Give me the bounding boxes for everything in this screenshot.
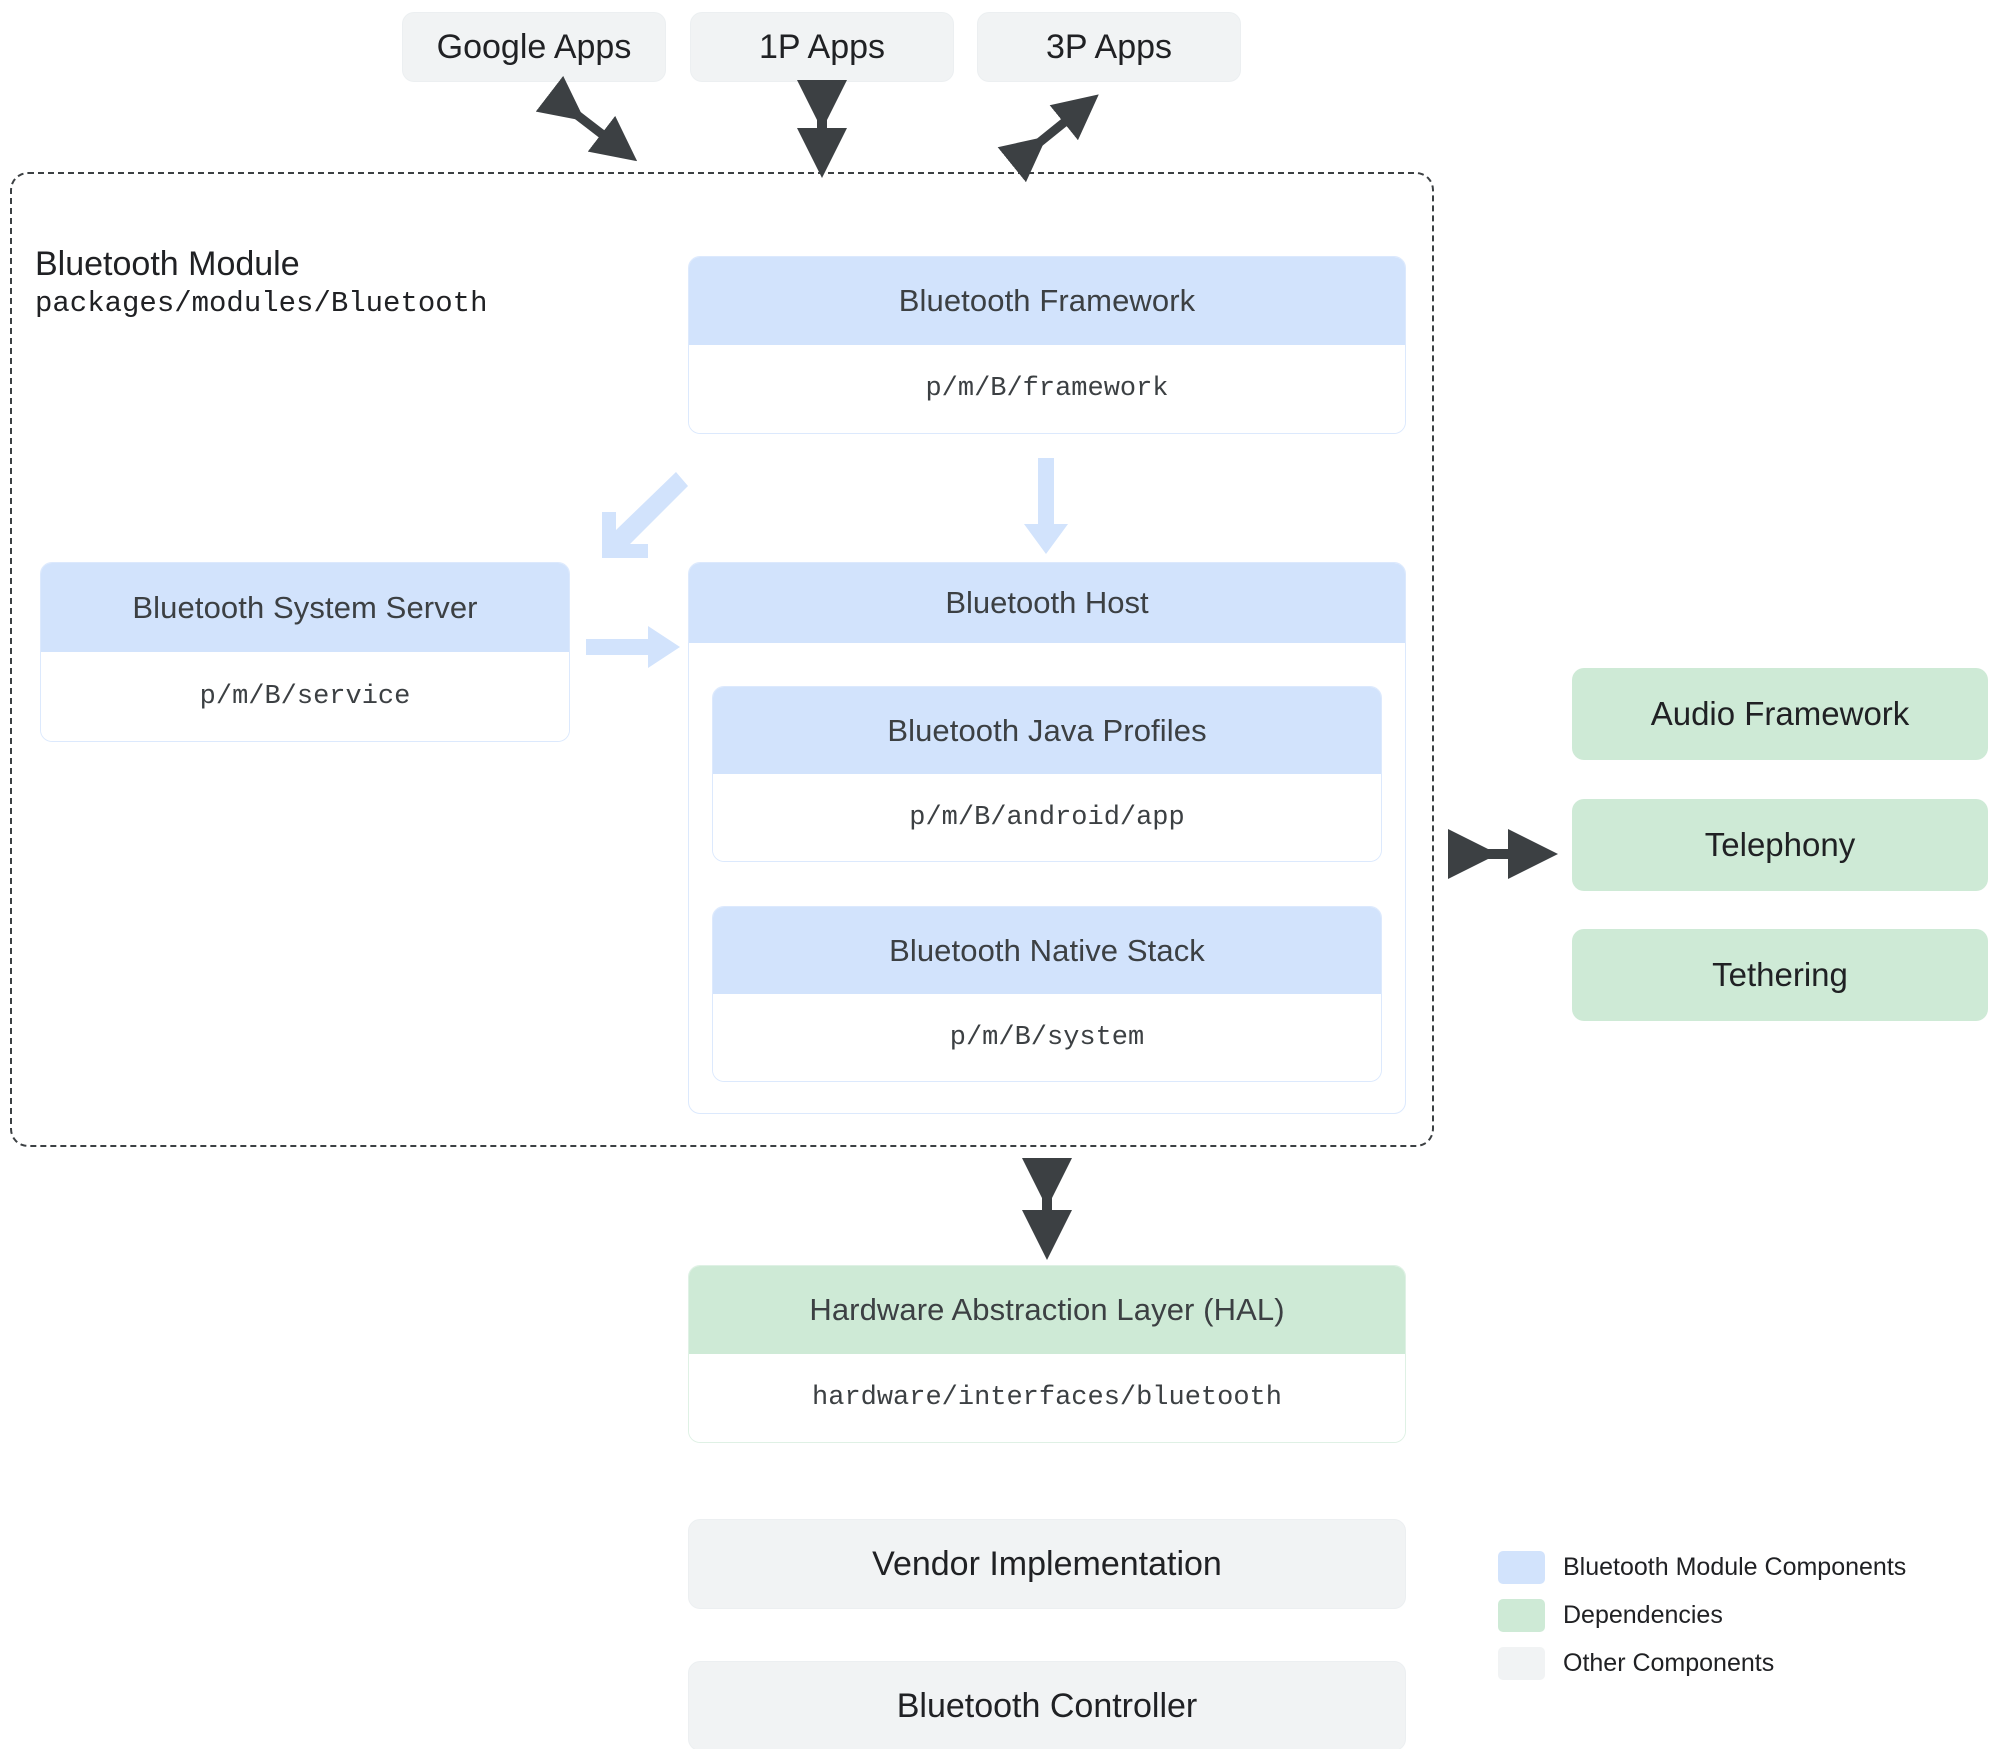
hal-title: Hardware Abstraction Layer (HAL) xyxy=(689,1266,1405,1354)
box-3p-apps-label: 3P Apps xyxy=(1045,27,1173,66)
bluetooth-java-profiles-path: p/m/B/android/app xyxy=(713,774,1381,861)
bluetooth-module-heading: Bluetooth Module packages/modules/Blueto… xyxy=(35,245,655,321)
box-bluetooth-java-profiles[interactable]: Bluetooth Java Profiles p/m/B/android/ap… xyxy=(712,686,1382,862)
box-google-apps[interactable]: Google Apps xyxy=(402,12,666,82)
legend-swatch-green xyxy=(1498,1599,1545,1632)
box-1p-apps[interactable]: 1P Apps xyxy=(690,12,954,82)
bluetooth-controller-label: Bluetooth Controller xyxy=(896,1686,1198,1725)
box-bluetooth-native-stack[interactable]: Bluetooth Native Stack p/m/B/system xyxy=(712,906,1382,1082)
audio-framework-label: Audio Framework xyxy=(1650,695,1910,732)
legend-label-other-components: Other Components xyxy=(1563,1649,1775,1677)
telephony-label: Telephony xyxy=(1704,826,1856,863)
box-bluetooth-system-server[interactable]: Bluetooth System Server p/m/B/service xyxy=(40,562,570,742)
tethering-label: Tethering xyxy=(1712,956,1848,993)
box-hardware-abstraction-layer[interactable]: Hardware Abstraction Layer (HAL) hardwar… xyxy=(688,1265,1406,1443)
legend-label-module-components: Bluetooth Module Components xyxy=(1563,1553,1907,1581)
bluetooth-module-container xyxy=(10,172,1434,1147)
arrow-module-to-hal xyxy=(1022,1158,1072,1261)
legend-label-dependencies: Dependencies xyxy=(1563,1601,1723,1629)
box-3p-apps[interactable]: 3P Apps xyxy=(977,12,1241,82)
arrow-1p-apps-to-module xyxy=(797,80,847,179)
bluetooth-java-profiles-title: Bluetooth Java Profiles xyxy=(713,687,1381,774)
arrow-3p-apps-to-module xyxy=(997,94,1100,183)
arrow-host-to-dependencies xyxy=(1448,829,1559,879)
bluetooth-framework-title: Bluetooth Framework xyxy=(689,257,1405,345)
bluetooth-module-path: packages/modules/Bluetooth xyxy=(35,287,488,321)
vendor-implementation-label: Vendor Implementation xyxy=(872,1544,1222,1583)
legend-swatch-blue xyxy=(1498,1551,1545,1584)
legend-swatch-grey xyxy=(1498,1647,1545,1680)
legend: Bluetooth Module Components Dependencies… xyxy=(1498,1551,1968,1695)
legend-item-dependencies: Dependencies xyxy=(1498,1599,1968,1632)
arrow-framework-to-host xyxy=(1020,458,1072,560)
box-google-apps-label: Google Apps xyxy=(436,27,632,66)
box-audio-framework[interactable]: Audio Framework xyxy=(1572,668,1988,760)
arrow-framework-to-system-server xyxy=(592,462,688,558)
bluetooth-native-stack-path: p/m/B/system xyxy=(713,994,1381,1081)
box-1p-apps-label: 1P Apps xyxy=(758,27,886,66)
box-telephony[interactable]: Telephony xyxy=(1572,799,1988,891)
legend-item-other-components: Other Components xyxy=(1498,1647,1968,1680)
arrow-google-apps-to-module xyxy=(535,75,638,162)
bluetooth-framework-path: p/m/B/framework xyxy=(689,345,1405,433)
arrow-system-server-to-host xyxy=(586,622,682,672)
bluetooth-system-server-path: p/m/B/service xyxy=(41,652,569,741)
box-bluetooth-framework[interactable]: Bluetooth Framework p/m/B/framework xyxy=(688,256,1406,434)
bluetooth-module-title: Bluetooth Module xyxy=(35,245,300,283)
bluetooth-native-stack-title: Bluetooth Native Stack xyxy=(713,907,1381,994)
hal-path: hardware/interfaces/bluetooth xyxy=(689,1354,1405,1442)
box-vendor-implementation[interactable]: Vendor Implementation xyxy=(688,1519,1406,1609)
bluetooth-host-title: Bluetooth Host xyxy=(689,563,1405,643)
legend-item-module-components: Bluetooth Module Components xyxy=(1498,1551,1968,1584)
box-bluetooth-controller[interactable]: Bluetooth Controller xyxy=(688,1661,1406,1749)
bluetooth-system-server-title: Bluetooth System Server xyxy=(41,563,569,652)
box-tethering[interactable]: Tethering xyxy=(1572,929,1988,1021)
